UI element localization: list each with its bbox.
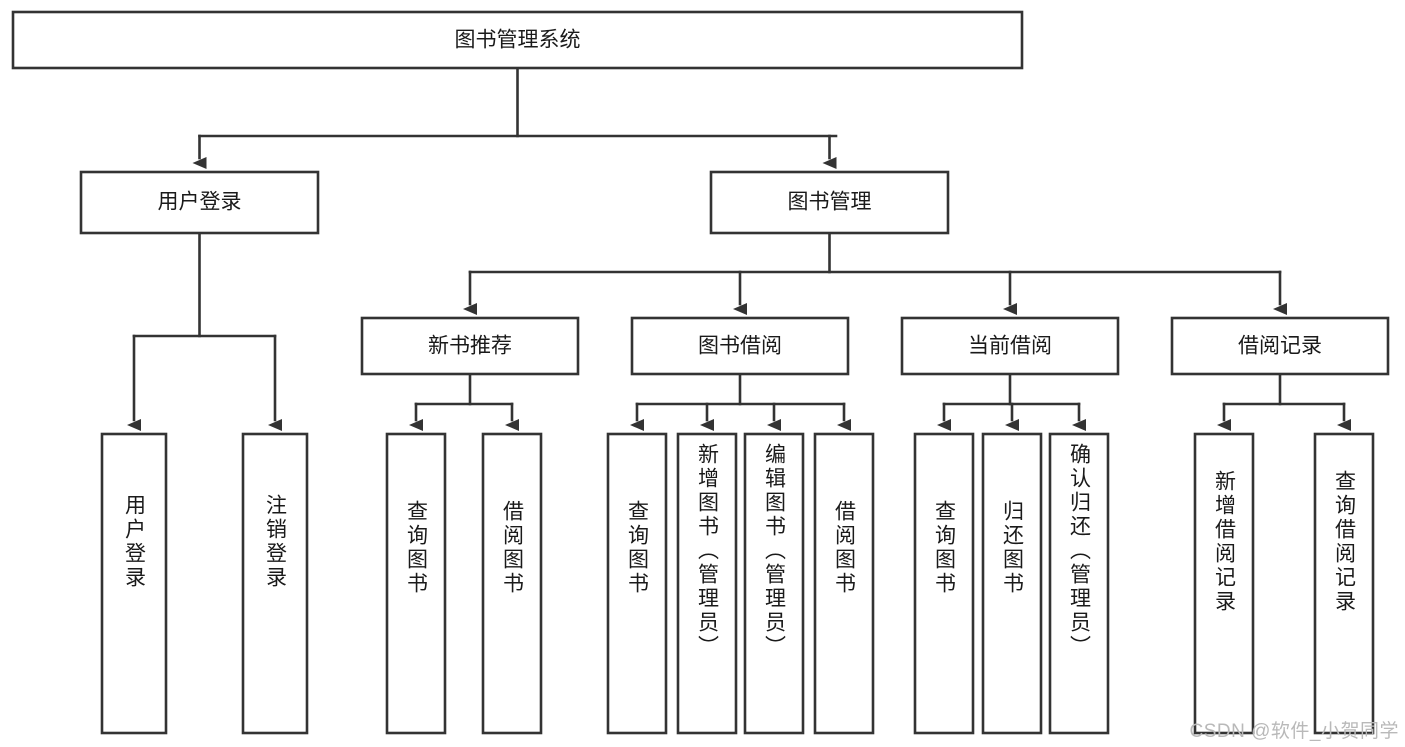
- node-new-book-recommend[interactable]: 新书推荐: [360, 316, 580, 376]
- leaf-node-query-book-rec[interactable]: [385, 432, 447, 735]
- watermark-text: CSDN @软件_小贺同学: [1189, 721, 1399, 742]
- leaf-label-user-login: 用户登录: [122, 494, 146, 590]
- node-book-borrow[interactable]: 图书借阅: [630, 316, 850, 376]
- leaf-node-borrow-book-rec[interactable]: [481, 432, 543, 735]
- leaf-label-confirm-return-admin: 确认归还（管理员）: [1067, 443, 1091, 659]
- edge-root-to-level2: [192, 66, 838, 169]
- leaf-node-edit-book-admin[interactable]: [743, 432, 805, 735]
- node-root[interactable]: 图书管理系统: [11, 10, 1024, 70]
- node-current-borrow[interactable]: 当前借阅: [900, 316, 1120, 376]
- leaf-label-add-book-admin: 新增图书（管理员）: [695, 443, 719, 659]
- leaf-label-query-book-borrow: 查询图书: [625, 500, 649, 596]
- node-book-borrow-label: 图书借阅: [698, 335, 782, 358]
- node-user-login-label: 用户登录: [158, 191, 242, 214]
- leaf-node-query-borrow-record[interactable]: [1313, 432, 1375, 735]
- leaf-node-borrow-book[interactable]: [813, 432, 875, 735]
- node-borrow-record[interactable]: 借阅记录: [1170, 316, 1390, 376]
- node-new-book-recommend-label: 新书推荐: [428, 335, 512, 358]
- edge-borrow-record-to-leaves: [1217, 372, 1351, 431]
- node-borrow-record-label: 借阅记录: [1238, 335, 1322, 358]
- leaf-node-query-book-current[interactable]: [913, 432, 975, 735]
- leaf-label-borrow-book: 借阅图书: [832, 500, 856, 596]
- edge-current-borrow-to-leaves: [937, 372, 1086, 431]
- leaf-label-return-book: 归还图书: [1000, 500, 1024, 596]
- leaf-label-logout-login: 注销登录: [263, 494, 287, 590]
- node-user-login[interactable]: 用户登录: [79, 170, 320, 235]
- node-book-management[interactable]: 图书管理: [709, 170, 950, 235]
- leaf-node-return-book[interactable]: [981, 432, 1043, 735]
- leaf-label-add-borrow-record: 新增借阅记录: [1212, 470, 1236, 614]
- node-book-management-label: 图书管理: [788, 191, 872, 214]
- leaf-label-query-borrow-record: 查询借阅记录: [1332, 470, 1356, 614]
- node-root-label: 图书管理系统: [455, 29, 581, 52]
- leaf-node-add-borrow-record[interactable]: [1193, 432, 1255, 735]
- leaf-node-user-login[interactable]: [100, 432, 168, 735]
- edge-book-mgmt-to-level3: [463, 231, 1287, 315]
- leaf-node-add-book-admin[interactable]: [676, 432, 738, 735]
- edge-book-borrow-to-leaves: [630, 372, 851, 431]
- leaf-label-query-book-rec: 查询图书: [404, 500, 428, 596]
- edge-user-login-to-leaves: [127, 231, 282, 431]
- leaf-node-confirm-return-admin[interactable]: [1048, 432, 1110, 735]
- leaf-label-query-book-current: 查询图书: [932, 500, 956, 596]
- leaf-node-query-book-borrow[interactable]: [606, 432, 668, 735]
- leaf-node-logout-login[interactable]: [241, 432, 309, 735]
- leaf-label-borrow-book-rec: 借阅图书: [500, 500, 524, 596]
- leaf-label-edit-book-admin: 编辑图书（管理员）: [762, 443, 786, 659]
- node-current-borrow-label: 当前借阅: [968, 335, 1052, 358]
- edge-new-book-rec-to-leaves: [409, 372, 519, 431]
